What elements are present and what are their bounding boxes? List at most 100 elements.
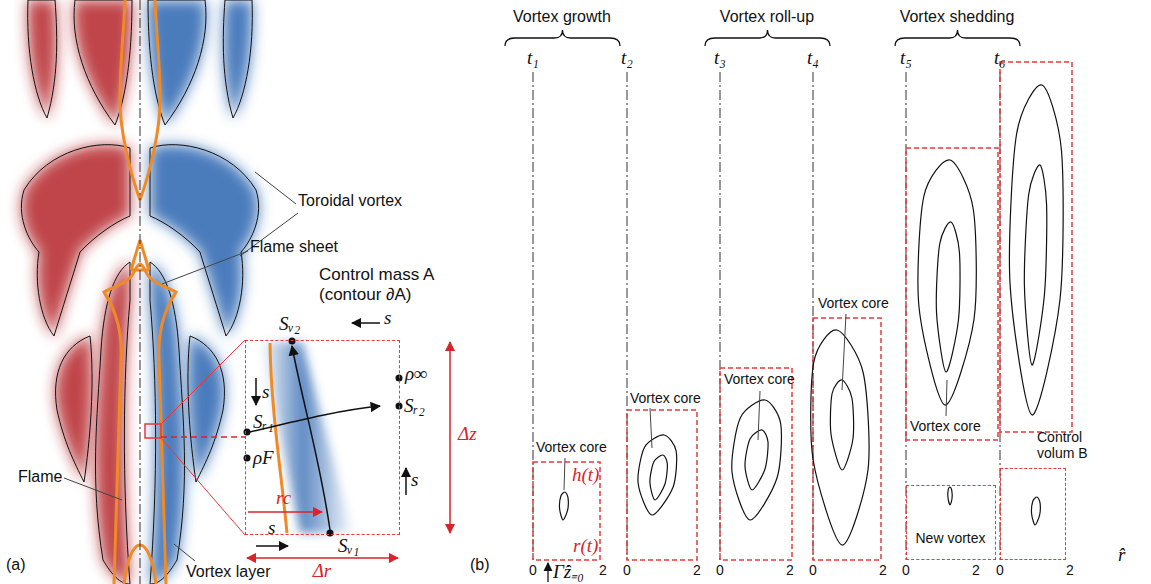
callout-label: Toroidal vortex: [298, 192, 402, 210]
vortex-contour: [1032, 497, 1041, 525]
vortex-contour: [638, 435, 677, 515]
vortex-contour: [948, 487, 952, 505]
control-volume: [720, 368, 792, 560]
flame-line: [104, 264, 140, 584]
time-label: t₁: [527, 48, 539, 69]
symmetry-axis: [140, 0, 141, 584]
dimension-arrow: [449, 342, 451, 533]
dimension-label: Δr: [313, 561, 332, 582]
vortex-contour: [745, 430, 768, 490]
flux-arrow: [547, 563, 548, 582]
flame-line: [140, 264, 176, 584]
vortex-contour: [560, 492, 569, 520]
callout-label: Vortex core: [910, 419, 981, 434]
point: [396, 375, 403, 382]
tick-label: 2: [879, 563, 887, 578]
control-volume-box: Control volum B: [1000, 468, 1066, 560]
figure-part: [564, 314, 947, 490]
density-label: ρF: [253, 448, 274, 469]
tick-label: 0: [809, 563, 817, 578]
flame-front: [140, 0, 176, 584]
vortex-contour: [650, 455, 667, 500]
vorticity-contour: [56, 336, 92, 482]
vortex-contour: [1009, 85, 1063, 415]
leader-line: [758, 391, 760, 440]
point-label: Sᵥ₂: [279, 314, 300, 335]
point: [396, 403, 403, 410]
time-label: t₅: [900, 48, 912, 69]
vortex-contour: [936, 222, 960, 372]
vortex-contour: [1024, 165, 1046, 365]
flame-line: [124, 545, 140, 584]
vortex-contour: [918, 160, 976, 405]
flame-line: [140, 240, 149, 270]
leader-line: [255, 172, 296, 204]
leader-line: [564, 458, 565, 490]
callout-label: Vortex core: [630, 391, 701, 406]
vorticity-contour: [188, 336, 224, 482]
vortex-contour: [811, 330, 869, 545]
point: [289, 338, 296, 345]
flame-front: [104, 0, 140, 584]
direction-label: s: [268, 518, 275, 539]
tick-label: 2: [599, 563, 607, 578]
vorticity-blob: [223, 0, 252, 118]
control-volume: [533, 462, 600, 560]
leader-line: [162, 251, 248, 284]
control-volume: [627, 410, 697, 560]
time-label: t₃: [714, 48, 726, 69]
dimension-label: r(t): [573, 536, 598, 557]
tick-label: 2: [972, 563, 980, 578]
callout-label: Flame: [18, 468, 62, 486]
vorticity-blob: [56, 336, 92, 482]
phase-brace: [505, 30, 620, 46]
flux-label: Γ̇ẑ₌₀: [553, 562, 584, 583]
flame-line: [140, 0, 160, 200]
figure-part: [560, 85, 1064, 545]
leader-line: [64, 478, 122, 500]
vorticity-blob: [28, 0, 57, 118]
figure-part: [533, 62, 1072, 560]
dimension-label: h(t): [572, 465, 599, 486]
panel-letter: (a): [6, 556, 26, 574]
point-label: Sᵣ₂: [404, 396, 425, 417]
radius-label: rc: [276, 488, 291, 509]
tick-label: 0: [996, 563, 1004, 578]
panel-letter: (b): [470, 556, 490, 574]
phase-brace: [705, 30, 830, 46]
leader-line: [174, 544, 195, 561]
phase-label: Vortex growth: [513, 8, 611, 26]
inset-ground: [246, 341, 399, 534]
tick-label: 2: [1066, 563, 1074, 578]
zoom-line: [161, 340, 245, 424]
time-label: t₂: [621, 48, 633, 69]
flame-line: [120, 0, 140, 200]
flame-line: [140, 545, 156, 584]
vortex-band: [262, 342, 352, 533]
callout-label: Vortex core: [536, 440, 607, 455]
direction-arrow: [256, 545, 288, 547]
time-label: t₆: [994, 48, 1006, 69]
point: [327, 530, 334, 537]
node-label: New vortex: [915, 530, 985, 546]
figure-part: [505, 30, 1020, 46]
radial-path: [250, 406, 380, 432]
control-volume: [813, 318, 881, 560]
tick-label: 2: [693, 563, 701, 578]
tick-label: 2: [786, 563, 794, 578]
tick-label: 0: [529, 563, 537, 578]
flame-line: [131, 240, 140, 270]
dimension-label: Δz: [458, 424, 477, 445]
node-label: Control mass A (contour ∂A): [319, 265, 454, 304]
radius-arrow: [248, 511, 322, 513]
zoom-box: [145, 424, 161, 438]
tick-label: 0: [716, 563, 724, 578]
dimension-arrow: [247, 557, 398, 559]
direction-label: s: [262, 382, 269, 403]
direction-arrow: [255, 378, 257, 405]
control-mass-box: Control mass A (contour ∂A): [245, 340, 400, 535]
circulation-path: [292, 346, 330, 530]
direction-label: s: [411, 470, 418, 491]
direction-arrow: [405, 468, 407, 495]
